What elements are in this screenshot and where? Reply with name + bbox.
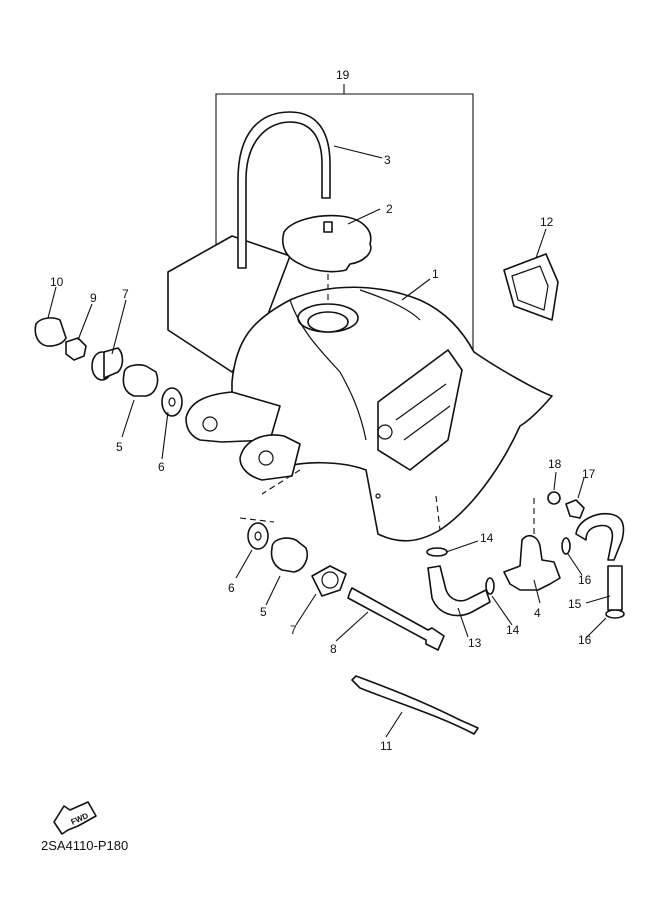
callout-7-upper: 7 [122, 287, 129, 301]
washer-6-upper [161, 387, 183, 417]
callout-3: 3 [384, 153, 391, 167]
fwd-direction-arrow: FWD [53, 801, 97, 835]
assembly-dashed-lines [239, 270, 535, 540]
fuel-tank-cap-2 [282, 214, 372, 273]
callout-4: 4 [534, 606, 541, 620]
seat-plate-11 [351, 675, 479, 735]
callout-6-upper: 6 [158, 460, 165, 474]
callout-2: 2 [386, 202, 393, 216]
washer-6-lower [247, 522, 269, 550]
callout-13: 13 [468, 636, 482, 650]
collar-7-lower [311, 565, 347, 597]
catalog-code: 2SA4110-P180 [41, 838, 129, 853]
damper-5-lower [270, 537, 309, 573]
breather-hose-3 [237, 111, 331, 269]
callout-9: 9 [90, 291, 97, 305]
callout-18: 18 [548, 457, 562, 471]
callout-14-lower: 14 [506, 623, 520, 637]
collar-7-upper [91, 347, 124, 381]
tank-mount-ear-rear [239, 434, 301, 481]
clip-16-lower [605, 609, 625, 619]
fuel-hose-13 [427, 565, 491, 617]
clip-14-upper [426, 547, 448, 557]
callout-19: 19 [336, 68, 350, 82]
callout-5-lower: 5 [260, 605, 267, 619]
callout-16-lower: 16 [578, 633, 592, 647]
callout-12: 12 [540, 215, 554, 229]
hose-15 [575, 512, 625, 561]
bolt-8 [347, 587, 445, 651]
callout-10: 10 [50, 275, 64, 289]
callout-labels: 19 3 2 1 12 10 9 7 5 6 6 5 7 8 18 17 14 … [50, 68, 596, 753]
callout-11: 11 [380, 739, 393, 753]
callout-14-upper: 14 [480, 531, 494, 545]
damper-5-upper [122, 364, 159, 397]
gasket-12 [503, 253, 559, 321]
callout-7-lower: 7 [290, 623, 297, 637]
fuel-cock-4 [503, 534, 561, 591]
callout-8: 8 [330, 642, 337, 656]
callout-5-upper: 5 [116, 440, 123, 454]
nut-9 [65, 337, 87, 361]
callout-1: 1 [432, 267, 439, 281]
callout-6-lower: 6 [228, 581, 235, 595]
callout-15: 15 [568, 597, 582, 611]
rubber-cap-10 [34, 317, 67, 347]
assembly-bracket-19 [215, 84, 474, 370]
clip-16-upper [561, 537, 571, 555]
fuel-tank-1 [231, 286, 553, 542]
leader-lines [47, 145, 611, 738]
callout-17: 17 [582, 467, 596, 481]
callout-16-upper: 16 [578, 573, 592, 587]
washer-18 [547, 491, 561, 505]
clip-14-lower [485, 577, 495, 595]
screw-17 [565, 499, 585, 519]
